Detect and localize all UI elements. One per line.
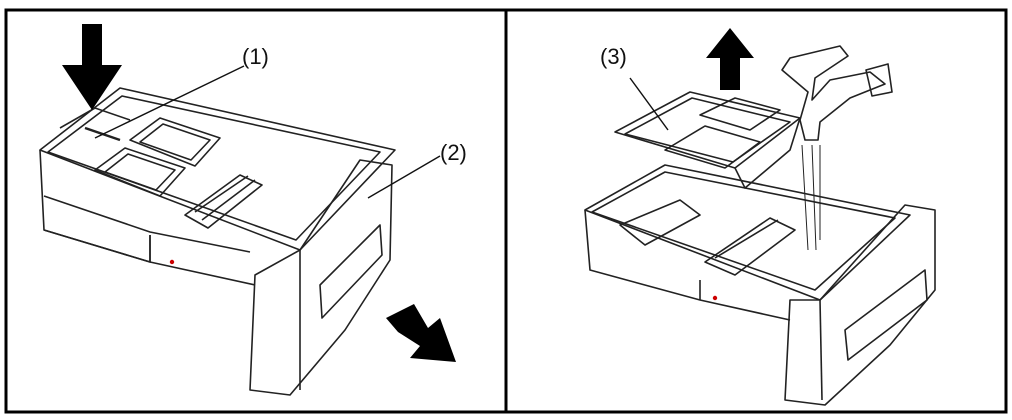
compartment-back bbox=[129, 117, 221, 167]
drawer-handle-recess bbox=[319, 224, 383, 319]
drawer-front-lower bbox=[43, 229, 151, 263]
drawer-front-panel bbox=[249, 159, 393, 396]
callout-2-leader bbox=[367, 155, 441, 199]
right-indicator-dot bbox=[712, 295, 718, 301]
drawer-top-rim bbox=[39, 87, 396, 251]
drawer-body-line bbox=[43, 195, 251, 253]
water-stream bbox=[801, 144, 821, 251]
compartment-front bbox=[94, 147, 186, 197]
callout-3-label: (3) bbox=[600, 44, 627, 69]
right-drawer-front bbox=[784, 204, 936, 406]
faucet-valve bbox=[865, 63, 893, 97]
panel-rinse-insert bbox=[584, 28, 936, 406]
pull-out-arrow bbox=[386, 304, 456, 362]
panel-remove-drawer bbox=[39, 24, 456, 396]
callout-3-leader bbox=[629, 77, 669, 131]
filter-basket bbox=[184, 174, 263, 229]
right-filter-basket bbox=[704, 217, 796, 276]
softener-slot bbox=[59, 107, 131, 129]
drawer-left-side bbox=[39, 149, 256, 286]
insert-tray bbox=[614, 91, 801, 169]
right-handle-recess bbox=[844, 269, 928, 361]
right-drawer-side bbox=[584, 209, 791, 321]
lift-up-arrow bbox=[706, 28, 754, 90]
callout-1-label: (1) bbox=[242, 44, 269, 69]
callout-2-label: (2) bbox=[440, 140, 467, 165]
push-down-arrow bbox=[62, 24, 122, 110]
right-compartment bbox=[619, 199, 701, 246]
insert-compartment bbox=[664, 125, 761, 169]
faucet bbox=[781, 45, 886, 141]
callout-1-leader bbox=[94, 65, 245, 139]
drawer-indicator-dot bbox=[169, 259, 175, 265]
